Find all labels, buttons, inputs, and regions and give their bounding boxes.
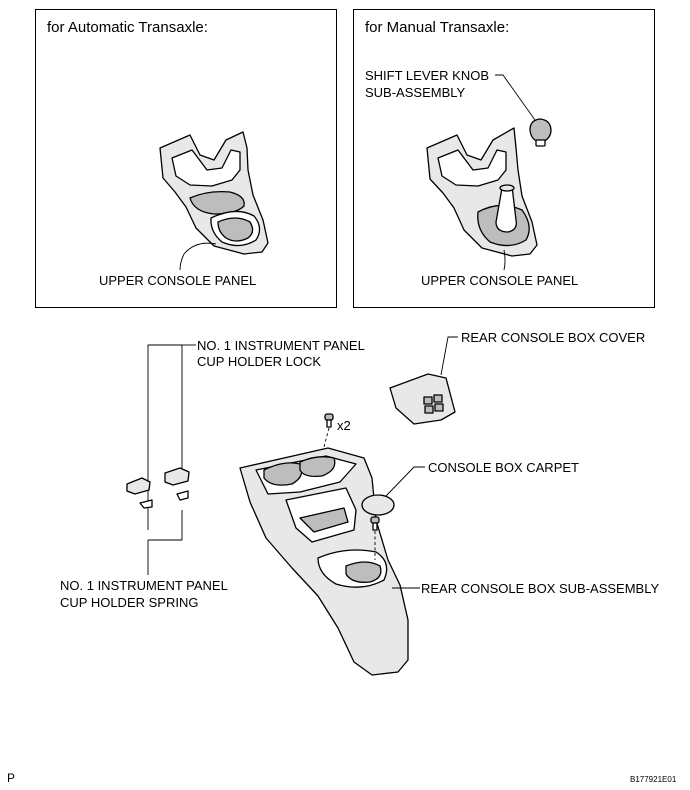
screw-lower <box>370 516 380 531</box>
cup-holder-spring-label-line2: CUP HOLDER SPRING <box>60 595 199 610</box>
console-box-carpet <box>361 494 395 516</box>
cup-holder-lock-right <box>164 467 190 486</box>
figure-code: B177921E01 <box>630 775 677 784</box>
carpet-leader <box>385 466 425 497</box>
automatic-panel-title: for Automatic Transaxle: <box>47 19 208 36</box>
cup-holder-spring-left <box>139 499 153 509</box>
manual-panel-leader <box>503 249 506 271</box>
cup-holder-bracket-lines <box>147 344 183 541</box>
rear-console-box-cover-label: REAR CONSOLE BOX COVER <box>461 330 646 345</box>
rear-cover-leader <box>440 336 458 376</box>
manual-upper-console-panel-label: UPPER CONSOLE PANEL <box>421 273 579 288</box>
cup-holder-lock-label-line1: NO. 1 INSTRUMENT PANEL <box>197 338 365 353</box>
cup-holder-lock-left <box>126 477 151 495</box>
cup-holder-lock-label-line2: CUP HOLDER LOCK <box>197 354 322 369</box>
footer-left-mark: P <box>7 771 16 785</box>
rear-console-box-cover <box>389 373 456 425</box>
screw-top <box>324 413 334 428</box>
fastener-count-label: x2 <box>337 418 351 433</box>
manual-transaxle-panel: for Manual Transaxle: <box>353 9 655 308</box>
shift-lever-knob <box>529 118 552 147</box>
auto-upper-console-panel-label: UPPER CONSOLE PANEL <box>99 273 257 288</box>
console-box-carpet-label: CONSOLE BOX CARPET <box>428 460 579 475</box>
cup-holder-spring-right <box>176 490 189 501</box>
automatic-transaxle-panel: for Automatic Transaxle: <box>35 9 337 308</box>
manual-panel-title: for Manual Transaxle: <box>365 19 510 36</box>
upper-console-panel-manual <box>426 127 538 257</box>
cup-holder-spring-label-line1: NO. 1 INSTRUMENT PANEL <box>60 578 228 593</box>
rear-console-box-sub-assembly-label: REAR CONSOLE BOX SUB-ASSEMBLY <box>421 581 660 596</box>
shift-lever-knob-label-line1: SHIFT LEVER KNOB <box>365 68 490 83</box>
rear-console-box-sub-assembly <box>239 447 409 676</box>
shift-knob-leader <box>495 74 536 121</box>
auto-panel-leader <box>179 242 217 271</box>
upper-console-panel-automatic <box>159 131 269 255</box>
shift-lever-knob-label-line2: SUB-ASSEMBLY <box>365 85 466 100</box>
